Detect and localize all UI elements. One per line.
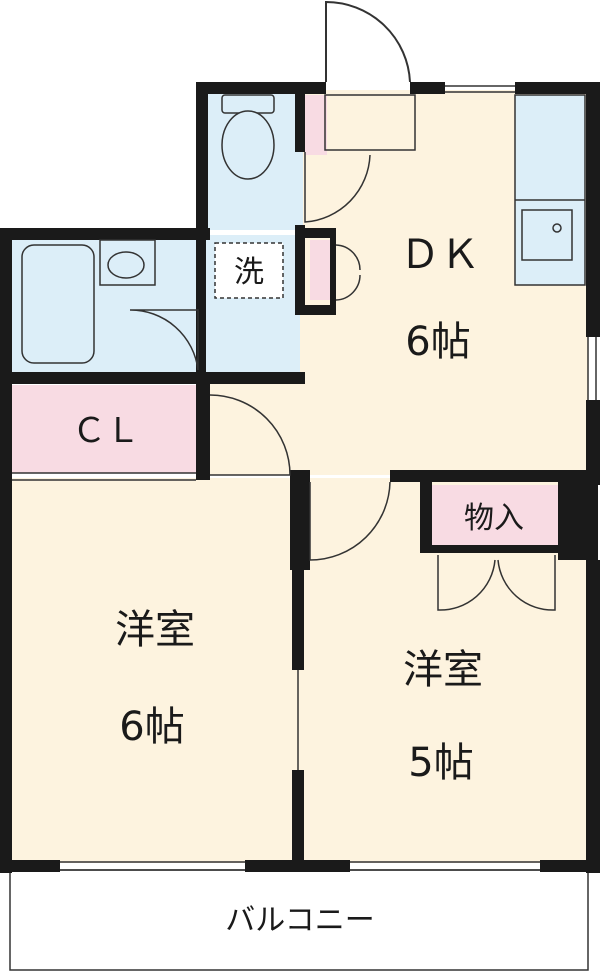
storage-fill <box>430 485 558 547</box>
closet-label: ＣＬ <box>72 411 140 451</box>
bathtub <box>21 244 95 364</box>
dk-size: 6帖 <box>405 319 470 365</box>
western1-name: 洋室 <box>115 607 195 653</box>
balcony-area <box>9 869 589 971</box>
laundry-label: 洗 <box>234 255 264 290</box>
laundry-machine <box>214 242 284 299</box>
entrance-door <box>325 0 411 83</box>
western2-door <box>309 481 391 561</box>
entrance-shoebox <box>305 95 327 155</box>
balcony-label: バルコニー <box>225 903 374 938</box>
toilet-door <box>304 152 371 223</box>
washroom-door <box>129 309 199 371</box>
dk-cabinet <box>310 240 332 300</box>
kitchen-sink <box>521 209 573 261</box>
hall-door <box>209 394 291 476</box>
storage-label: 物入 <box>464 501 524 536</box>
dk-name: ＤＫ <box>400 232 480 278</box>
closet-fill <box>12 385 198 473</box>
western1-floor <box>10 478 300 863</box>
western2-name: 洋室 <box>403 647 483 693</box>
hall-floor <box>205 380 305 475</box>
western2-size: 5帖 <box>408 740 473 786</box>
western1-size: 6帖 <box>119 704 184 750</box>
storage-doors <box>437 555 556 611</box>
